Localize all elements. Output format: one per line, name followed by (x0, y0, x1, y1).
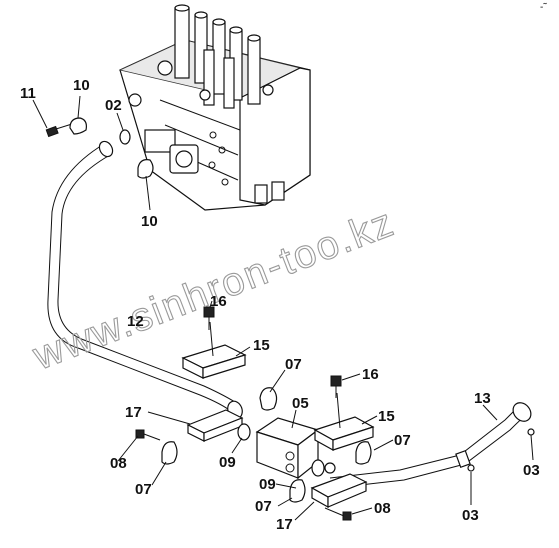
callout-08-right: 08 (374, 500, 391, 517)
callout-07-right: 07 (394, 432, 411, 449)
callout-09-upper: 09 (219, 454, 236, 471)
callout-15-upper: 15 (253, 337, 270, 354)
callout-17-left: 17 (125, 404, 142, 421)
callout-07-left: 07 (135, 481, 152, 498)
clamp-15-upper (181, 321, 247, 379)
corner-mark: ‐˜ (540, 2, 547, 13)
callout-07-bottom: 07 (255, 498, 272, 515)
callout-16-lower: 16 (362, 366, 379, 383)
callout-10-top: 10 (73, 77, 90, 94)
callout-15-lower: 15 (378, 408, 395, 425)
callout-10-lower: 10 (141, 213, 158, 230)
callout-labels: 11 10 02 10 12 16 15 07 17 05 16 15 13 0… (20, 77, 540, 533)
callout-17-bottom: 17 (276, 516, 293, 533)
callout-16-upper: 16 (210, 293, 227, 310)
callout-07-upper: 07 (285, 356, 302, 373)
bracket-17-right (310, 473, 368, 509)
pipe-13 (329, 402, 535, 489)
clamp-15-lower (313, 392, 375, 452)
control-valve-assembly (118, 4, 311, 211)
callout-02: 02 (105, 97, 122, 114)
leader-lines (32, 95, 534, 521)
callout-03-bottom: 03 (462, 507, 479, 524)
callout-13: 13 (474, 390, 491, 407)
callout-11: 11 (20, 85, 36, 102)
callout-12: 12 (127, 313, 144, 330)
callout-05: 05 (292, 395, 309, 412)
block-05 (255, 417, 320, 480)
callout-03-right: 03 (523, 462, 540, 479)
bracket-17-left (186, 409, 244, 442)
small-parts (45, 117, 372, 521)
callout-08-left: 08 (110, 455, 127, 472)
callout-09-lower: 09 (259, 476, 276, 493)
